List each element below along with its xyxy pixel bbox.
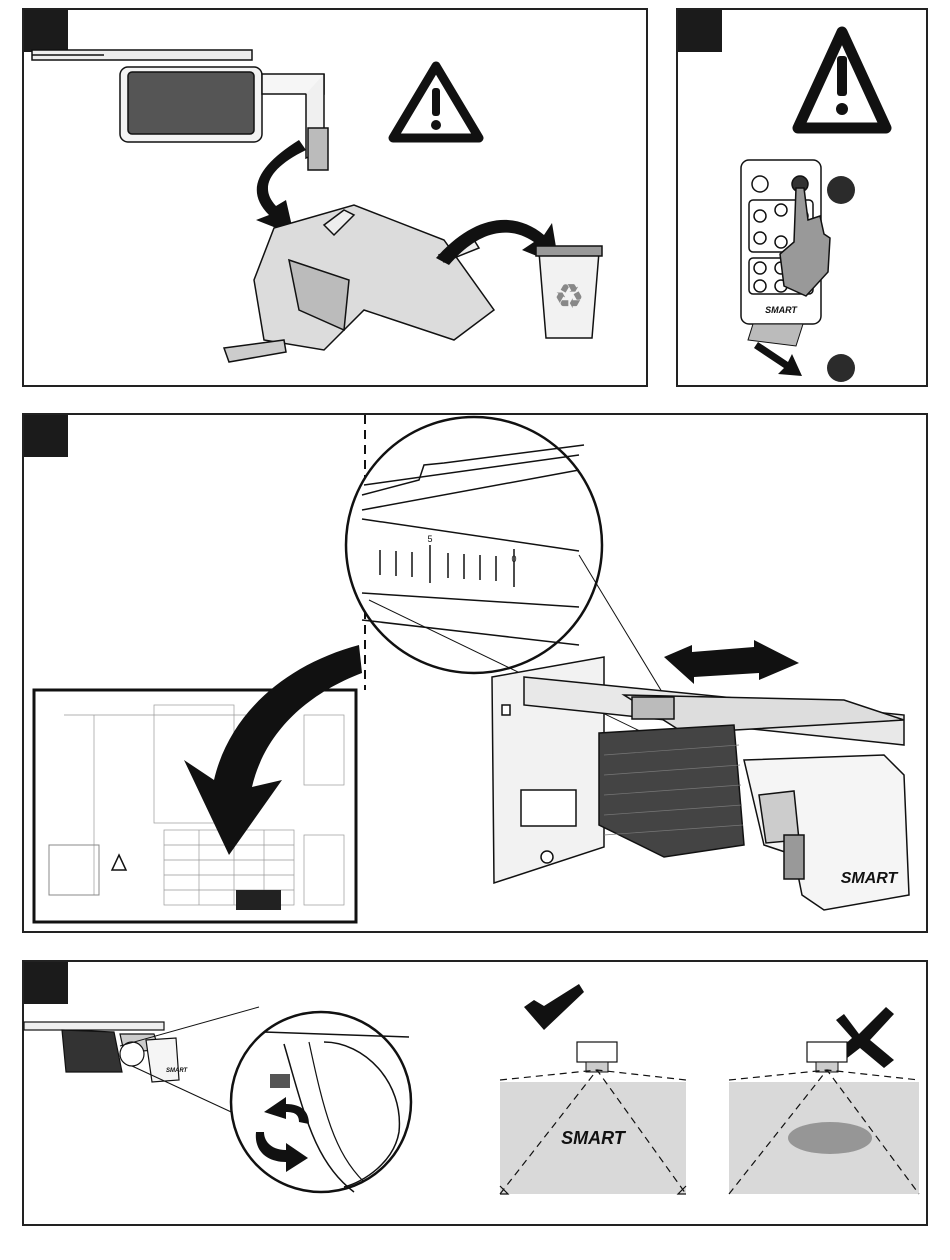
instruction-panel-4: SMART SMART — [22, 960, 928, 1226]
ruler-magnifier: 5 0 — [346, 417, 602, 673]
incorrect-projection — [729, 1007, 919, 1194]
callout-bubble — [827, 354, 855, 382]
slide-arrows — [664, 640, 799, 684]
focus-lever-magnifier — [231, 1012, 411, 1192]
ruler-tick-label: 5 — [427, 534, 432, 544]
remote-battery-illustration: SMART — [678, 10, 930, 389]
recycle-bin-icon: ♻ — [536, 246, 602, 338]
projector-side-view — [24, 1022, 179, 1082]
adjust-boom-illustration: 5 0 SMART — [24, 415, 930, 935]
checkmark-icon — [524, 984, 584, 1030]
focus-adjust-illustration: SMART SMART — [24, 962, 930, 1228]
callout-bubble — [827, 176, 855, 204]
packaging-bag — [224, 205, 494, 362]
installation-guide-sheet — [34, 690, 356, 922]
projector-logo: SMART — [841, 870, 899, 887]
recycle-icon: ♻ — [554, 278, 584, 316]
blurred-image — [788, 1122, 872, 1154]
warning-triangle-icon — [798, 32, 886, 128]
warning-triangle-icon — [393, 66, 479, 138]
instruction-panel-1: ♻ — [22, 8, 648, 387]
ruler-tick-label: 0 — [511, 554, 516, 564]
projector-logo: SMART — [166, 1068, 189, 1074]
correct-projection: SMART — [500, 984, 686, 1194]
remote-logo: SMART — [765, 305, 798, 315]
pull-out-arrow — [754, 342, 802, 376]
unpack-illustration: ♻ — [24, 10, 650, 389]
instruction-panel-3: 5 0 SMART — [22, 413, 928, 933]
battery-tray — [748, 324, 803, 346]
instruction-panel-2: SMART — [676, 8, 928, 387]
projected-logo: SMART — [561, 1128, 627, 1148]
